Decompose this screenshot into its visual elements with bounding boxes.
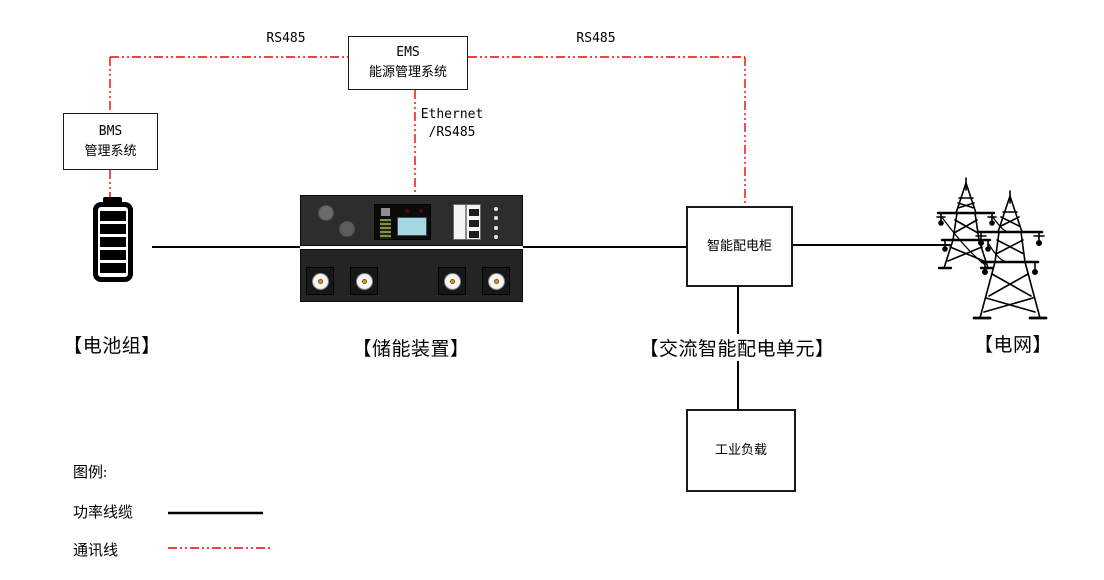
ethernet-rs485-label: Ethernet /RS485 [416, 106, 488, 141]
industrial-load-label: 工业负载 [714, 442, 767, 458]
bms-box-title: BMS [98, 123, 123, 139]
device-chip [381, 208, 390, 216]
device-terminal-block [453, 204, 481, 240]
distribution-cabinet-label: 智能配电柜 [706, 238, 772, 254]
terminal-block-divider [465, 205, 467, 239]
ethernet-label-line2: /RS485 [428, 124, 476, 140]
legend-comm-line-label: 通讯线 [73, 543, 119, 559]
power-socket-icon [438, 267, 466, 295]
battery-cells [100, 211, 126, 273]
battery-terminal [103, 197, 122, 205]
industrial-load-box: 工业负载 [686, 409, 796, 492]
ethernet-label-line1: Ethernet [420, 107, 484, 122]
rs485-label-left: RS485 [266, 31, 306, 46]
device-knob-icon [339, 221, 355, 237]
device-knob-icon [318, 205, 334, 221]
bms-box-subtitle: 管理系统 [84, 142, 137, 158]
battery-icon [93, 197, 133, 282]
device-lcd-screen [397, 217, 427, 236]
ac-distribution-unit-caption: 【交流智能配电单元】 [622, 334, 852, 361]
device-led-icon [419, 209, 423, 213]
rs485-label-right: RS485 [576, 31, 616, 46]
grid-caption: 【电网】 [973, 335, 1052, 356]
transmission-towers-icon [936, 177, 1048, 320]
device-led-icon [405, 209, 409, 213]
legend-power-cable-label: 功率线缆 [73, 505, 134, 521]
device-indicator-bars [380, 219, 391, 239]
terminal-slot [469, 231, 479, 238]
ems-box-subtitle: 能源管理系统 [368, 64, 447, 79]
ems-box-title: EMS [396, 45, 420, 61]
bms-box: BMS 管理系统 [63, 113, 158, 170]
power-socket-icon [350, 267, 378, 295]
device-control-panel [374, 204, 431, 240]
power-socket-icon [482, 267, 510, 295]
battery-caption: 【电池组】 [63, 336, 161, 357]
power-socket-icon [306, 267, 334, 295]
terminal-slot [469, 209, 479, 216]
device-vent-dots [494, 207, 498, 239]
storage-device-front-panel [300, 195, 523, 246]
distribution-cabinet-box: 智能配电柜 [686, 206, 793, 287]
storage-caption: 【储能装置】 [352, 339, 470, 360]
storage-device-connector-panel [300, 249, 523, 302]
legend-title: 图例: [73, 465, 108, 481]
terminal-slot [469, 220, 479, 227]
ems-box: EMS 能源管理系统 [348, 36, 468, 90]
